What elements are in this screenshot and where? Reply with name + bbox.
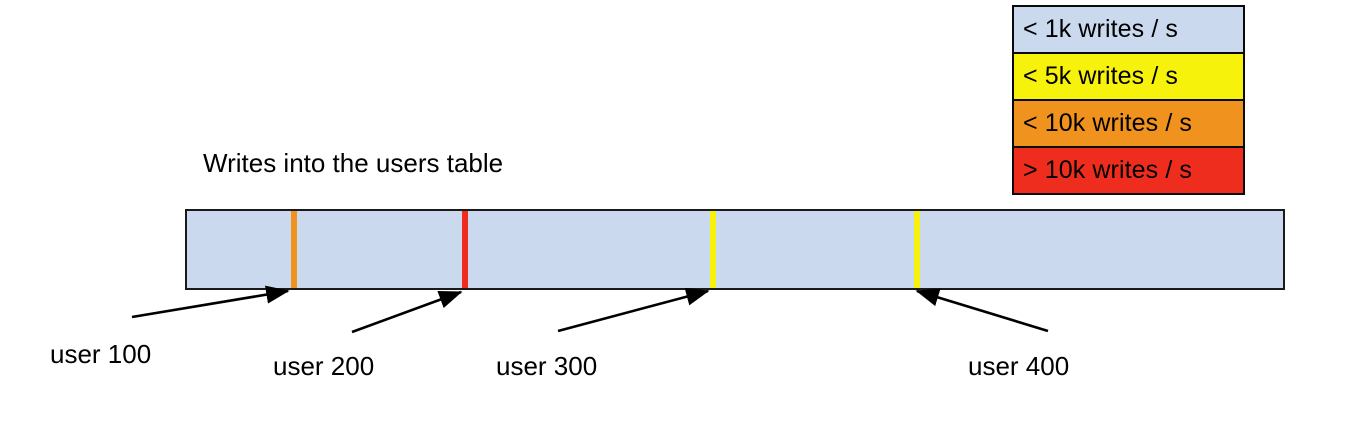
- arrow-user-200: [351, 290, 463, 334]
- arrow-user-300: [557, 287, 710, 333]
- chart-title: Writes into the users table: [203, 148, 504, 178]
- legend-row-0: < 1k writes / s: [1014, 7, 1243, 54]
- marker-user-300: [710, 211, 716, 288]
- callout-label-user-400: user 400: [968, 351, 1070, 381]
- marker-user-200: [462, 211, 468, 288]
- legend: < 1k writes / s < 5k writes / s < 10k wr…: [1012, 5, 1245, 195]
- legend-label-2: < 10k writes / s: [1023, 109, 1193, 137]
- callout-label-user-300: user 300: [496, 351, 598, 381]
- callout-label-user-200: user 200: [273, 351, 375, 381]
- legend-label-3: > 10k writes / s: [1023, 156, 1193, 184]
- legend-label-1: < 5k writes / s: [1023, 62, 1179, 90]
- legend-row-1: < 5k writes / s: [1014, 54, 1243, 101]
- users-table-bar: [185, 209, 1285, 290]
- callout-label-user-100: user 100: [50, 339, 152, 369]
- legend-row-2: < 10k writes / s: [1014, 101, 1243, 148]
- legend-row-3: > 10k writes / s: [1014, 148, 1243, 193]
- arrow-user-400: [915, 288, 1049, 333]
- legend-label-0: < 1k writes / s: [1023, 15, 1179, 43]
- marker-user-100: [291, 211, 297, 288]
- marker-user-400: [914, 211, 920, 288]
- arrow-user-100: [131, 285, 290, 319]
